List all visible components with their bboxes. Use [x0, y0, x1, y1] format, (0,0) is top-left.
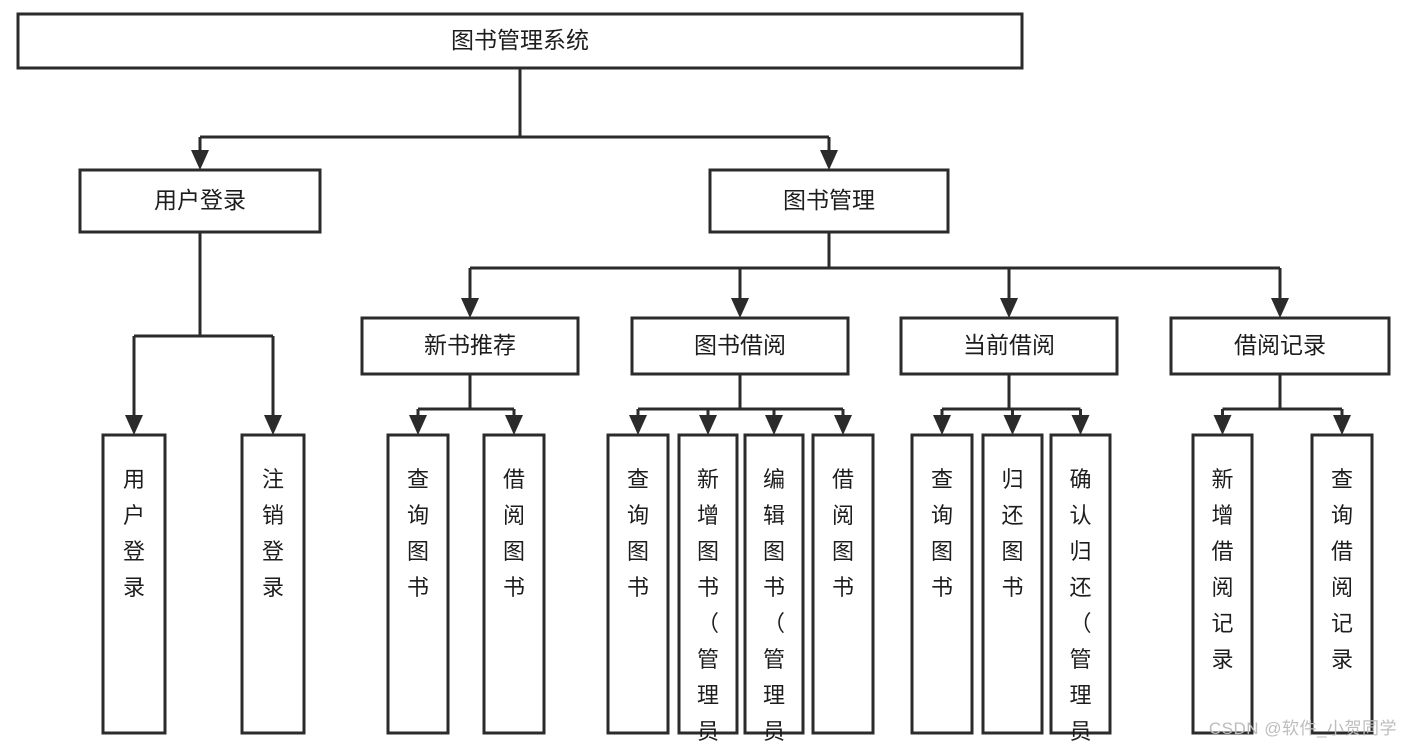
node-label: 借阅图书 — [503, 467, 525, 600]
node-label: 新增图书（管理员） — [697, 467, 719, 747]
node-layer: 图书管理系统用户登录图书管理新书推荐图书借阅当前借阅借阅记录用户登录注销登录查询… — [16, 12, 1391, 747]
arrow-head-icon — [933, 415, 951, 435]
node-label: 借阅记录 — [1234, 332, 1326, 358]
node-box[interactable] — [16, 12, 1024, 70]
node-box[interactable] — [606, 433, 670, 735]
node-label: 归还图书 — [1001, 467, 1023, 600]
node-label: 查询借阅记录 — [1331, 467, 1353, 672]
node-box[interactable] — [240, 433, 306, 735]
arrow-head-icon — [765, 415, 783, 435]
node-box[interactable] — [101, 433, 167, 735]
node-box[interactable] — [1191, 433, 1254, 735]
node-records[interactable]: 借阅记录 — [1169, 316, 1391, 376]
node-label: 确认归还（管理员） — [1069, 467, 1091, 747]
node-label: 用户登录 — [123, 467, 145, 600]
node-leaf-10[interactable]: 归还图书 — [981, 433, 1044, 735]
node-box[interactable] — [630, 316, 850, 376]
arrow-head-icon — [264, 415, 282, 435]
arrow-head-icon — [1213, 415, 1232, 435]
node-box[interactable] — [708, 168, 950, 234]
node-bookmgmt[interactable]: 图书管理 — [708, 168, 950, 234]
node-box[interactable] — [78, 168, 322, 234]
node-box[interactable] — [1049, 433, 1112, 735]
node-label: 图书管理系统 — [451, 27, 589, 53]
node-box[interactable] — [677, 433, 739, 735]
arrow-head-icon — [409, 415, 427, 435]
node-leaf-11[interactable]: 确认归还（管理员） — [1049, 433, 1112, 747]
node-leaf-9[interactable]: 查询图书 — [910, 433, 974, 735]
node-box[interactable] — [386, 433, 450, 735]
node-label: 当前借阅 — [963, 332, 1055, 358]
node-label: 图书管理 — [783, 187, 875, 213]
node-borrow[interactable]: 图书借阅 — [630, 316, 850, 376]
node-leaf-1[interactable]: 用户登录 — [101, 433, 167, 735]
arrow-head-icon — [820, 150, 838, 170]
node-leaf-7[interactable]: 编辑图书（管理员） — [743, 433, 805, 747]
node-label: 用户登录 — [154, 187, 246, 213]
arrow-head-icon — [1271, 298, 1289, 318]
connector-layer — [125, 68, 1351, 435]
node-label: 查询图书 — [931, 467, 953, 600]
node-label: 图书借阅 — [694, 332, 786, 358]
node-leaf-6[interactable]: 新增图书（管理员） — [677, 433, 739, 747]
node-login[interactable]: 用户登录 — [78, 168, 322, 234]
node-box[interactable] — [811, 433, 875, 735]
arrow-head-icon — [191, 150, 209, 170]
arrow-head-icon — [731, 298, 749, 318]
node-leaf-3[interactable]: 查询图书 — [386, 433, 450, 735]
arrow-head-icon — [1333, 415, 1351, 435]
node-box[interactable] — [743, 433, 805, 735]
node-leaf-8[interactable]: 借阅图书 — [811, 433, 875, 735]
arrow-head-icon — [1003, 415, 1022, 435]
arrow-head-icon — [1071, 415, 1090, 435]
node-box[interactable] — [1169, 316, 1391, 376]
node-root[interactable]: 图书管理系统 — [16, 12, 1024, 70]
node-box[interactable] — [981, 433, 1044, 735]
node-label: 新书推荐 — [424, 332, 516, 358]
node-box[interactable] — [910, 433, 974, 735]
arrow-head-icon — [461, 298, 479, 318]
arrow-head-icon — [125, 415, 143, 435]
node-label: 查询图书 — [627, 467, 649, 600]
node-leaf-2[interactable]: 注销登录 — [240, 433, 306, 735]
arrow-head-icon — [505, 415, 523, 435]
watermark-label: CSDN @软件_小贺同学 — [1208, 719, 1397, 738]
node-box[interactable] — [482, 433, 546, 735]
node-label: 编辑图书（管理员） — [763, 467, 785, 747]
node-box[interactable] — [1310, 433, 1374, 735]
arrow-head-icon — [699, 415, 717, 435]
node-box[interactable] — [899, 316, 1119, 376]
node-box[interactable] — [360, 316, 580, 376]
node-label: 注销登录 — [262, 467, 284, 600]
node-newbook[interactable]: 新书推荐 — [360, 316, 580, 376]
arrow-head-icon — [629, 415, 647, 435]
node-current[interactable]: 当前借阅 — [899, 316, 1119, 376]
arrow-head-icon — [834, 415, 852, 435]
node-leaf-13[interactable]: 查询借阅记录 — [1310, 433, 1374, 735]
node-leaf-5[interactable]: 查询图书 — [606, 433, 670, 735]
node-label: 借阅图书 — [832, 467, 854, 600]
node-leaf-12[interactable]: 新增借阅记录 — [1191, 433, 1254, 735]
arrow-head-icon — [1000, 298, 1018, 318]
node-label: 新增借阅记录 — [1211, 467, 1233, 672]
node-label: 查询图书 — [407, 467, 429, 600]
node-leaf-4[interactable]: 借阅图书 — [482, 433, 546, 735]
